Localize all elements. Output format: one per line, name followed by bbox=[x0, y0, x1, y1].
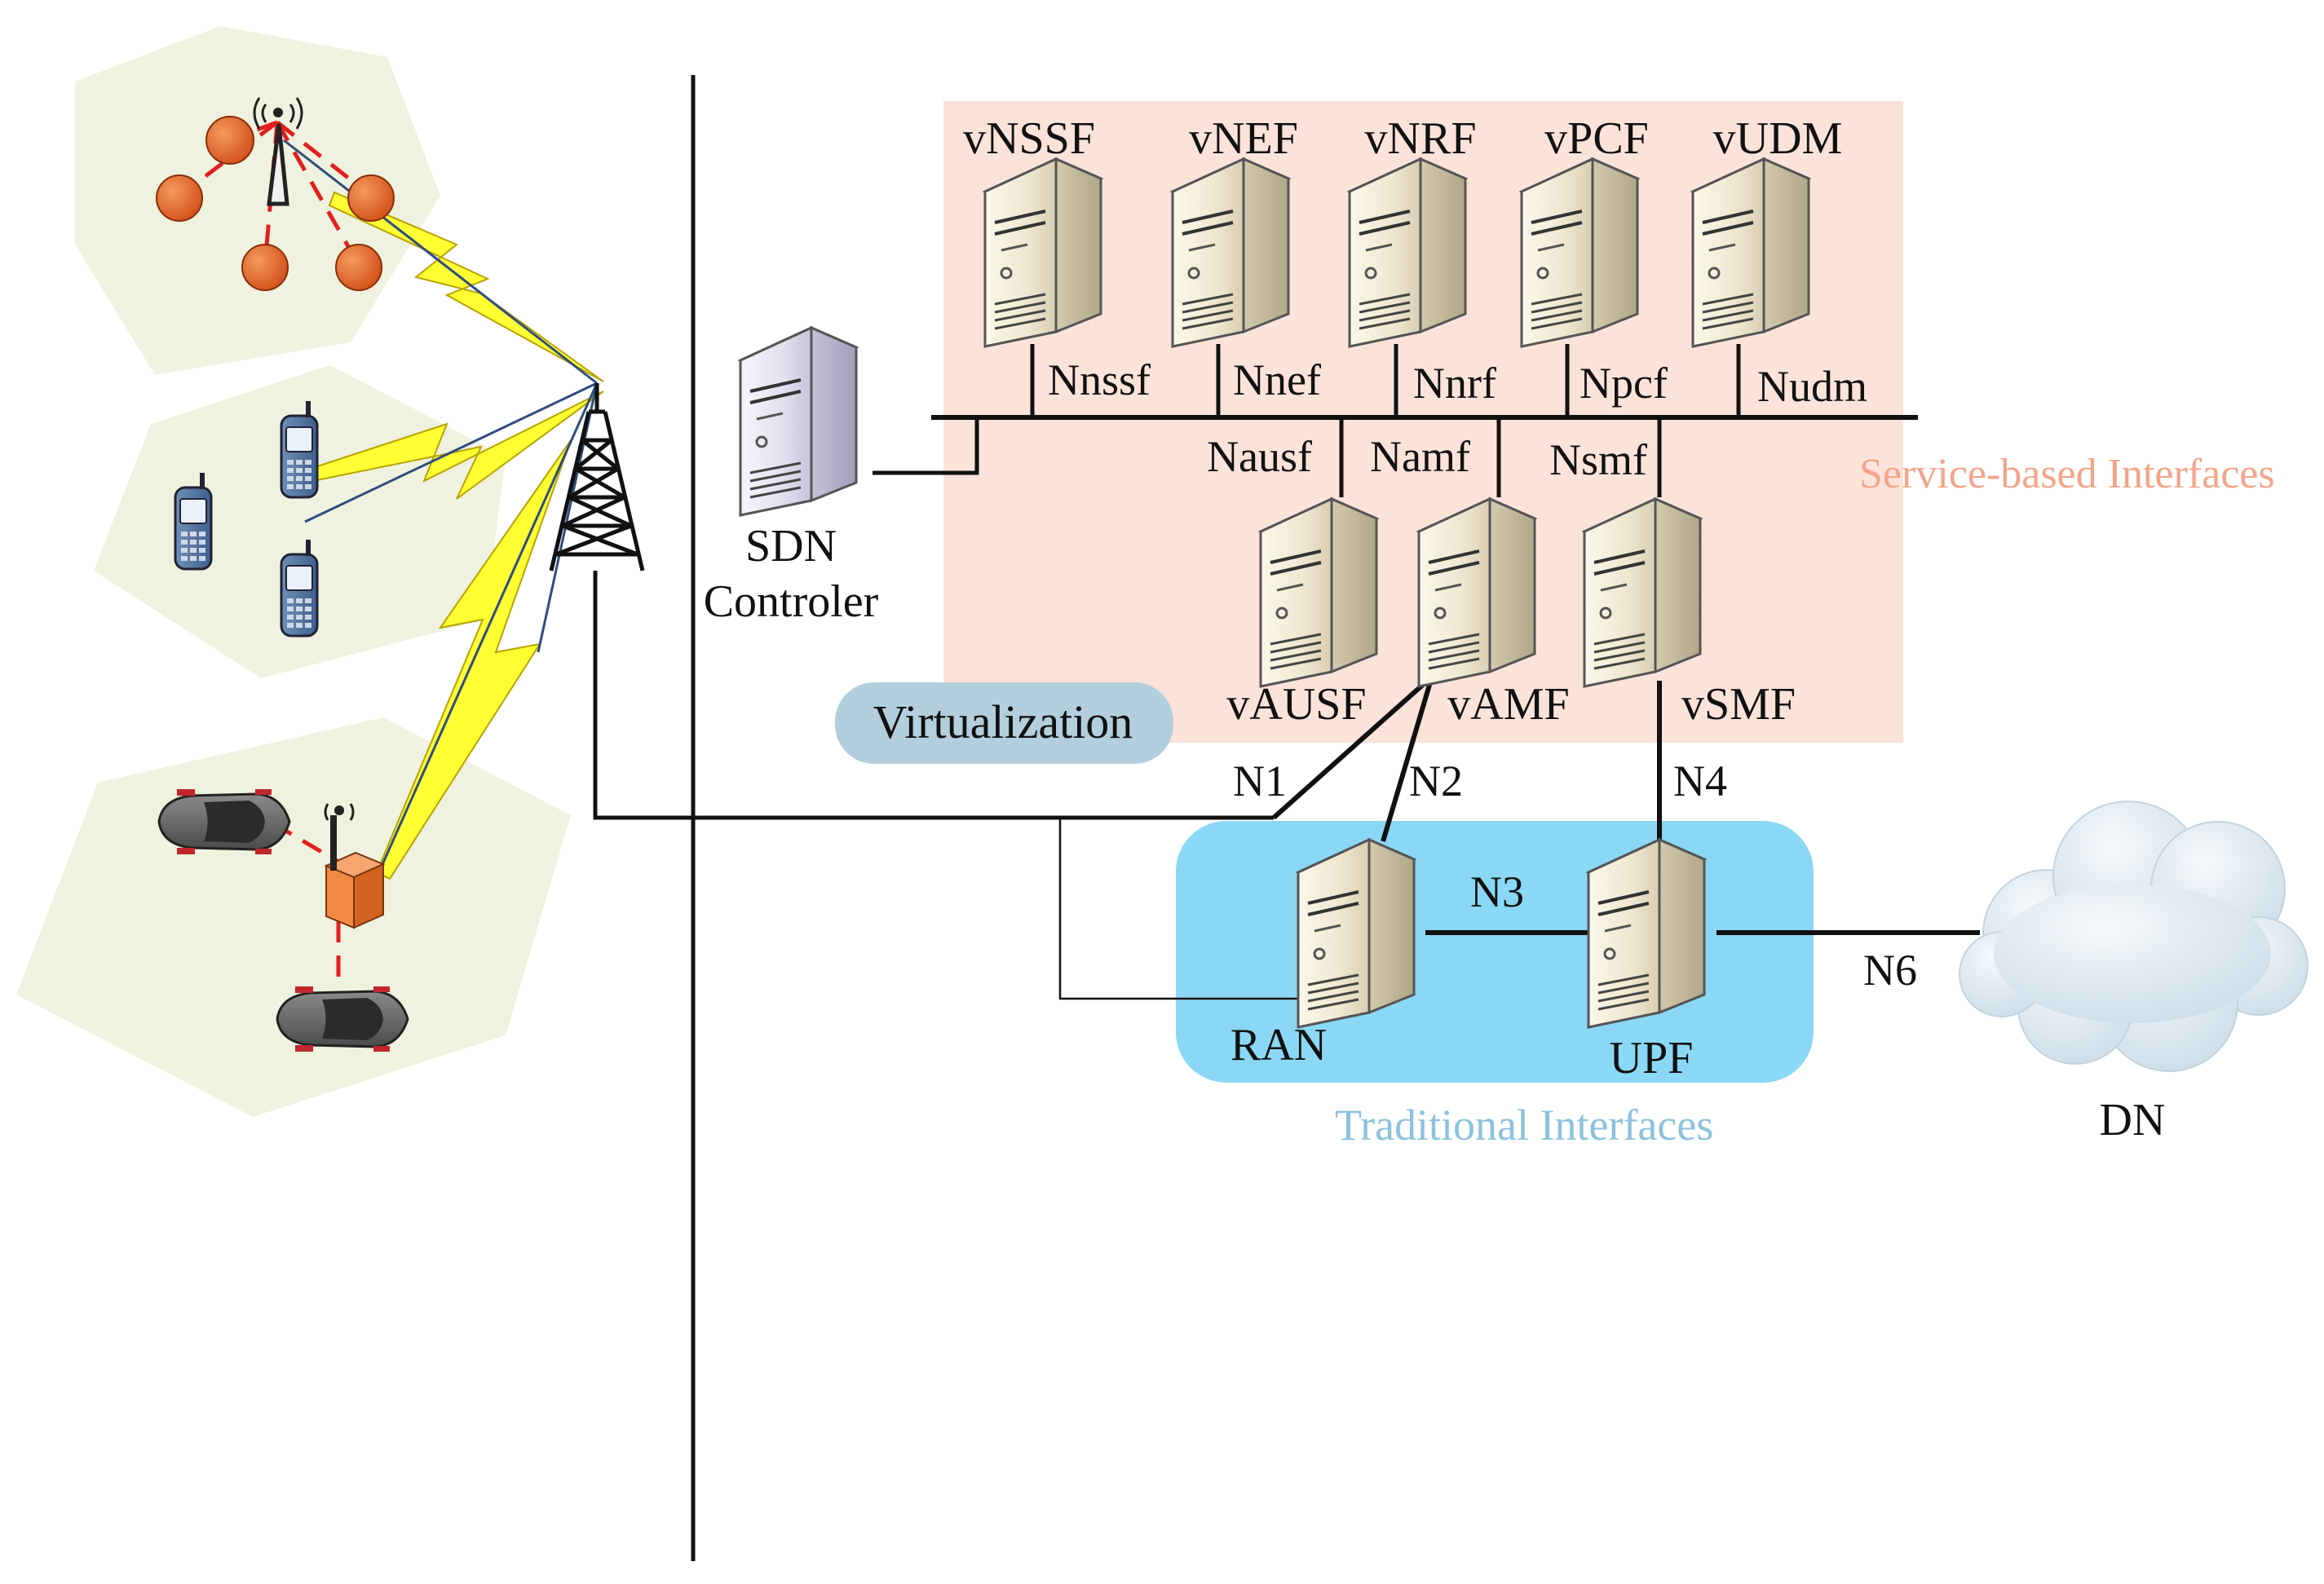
mobile-phone-icon bbox=[174, 471, 213, 571]
sensor-node bbox=[156, 174, 203, 222]
mobile-phone-icon bbox=[280, 538, 319, 638]
dn-label: DN bbox=[2100, 1095, 2166, 1145]
nf-label: vPCF bbox=[1544, 113, 1649, 164]
server-icon bbox=[1171, 157, 1290, 348]
nf-label: vSMF bbox=[1681, 679, 1796, 730]
connections bbox=[593, 344, 1980, 1000]
sensor-node bbox=[241, 244, 289, 291]
server-icon bbox=[1417, 497, 1536, 688]
sdn-label-line2: Controler bbox=[704, 576, 879, 627]
nf-label: UPF bbox=[1610, 1033, 1694, 1083]
ref-label-n3: N3 bbox=[1470, 867, 1524, 916]
server-icon bbox=[983, 157, 1102, 348]
iot-gateway-antenna-icon bbox=[253, 97, 303, 206]
nf-label: vNSSF bbox=[963, 113, 1095, 164]
car-icon bbox=[276, 985, 409, 1053]
roadside-unit-icon bbox=[324, 803, 386, 929]
server-icon bbox=[1297, 838, 1416, 1029]
vehicle-cluster bbox=[157, 788, 409, 1053]
nf-label: RAN bbox=[1230, 1020, 1327, 1070]
nf-label: vAUSF bbox=[1226, 679, 1366, 730]
reference-point-labels: N1 N2 N4 N3 N6 bbox=[1233, 757, 1917, 995]
nf-vpcf: vPCF bbox=[1520, 113, 1649, 348]
nf-vausf: vAUSF bbox=[1226, 497, 1378, 730]
lightning-phones bbox=[308, 390, 604, 500]
sbi-label: Nudm bbox=[1757, 362, 1867, 411]
sbi-label: Nnrf bbox=[1413, 359, 1496, 408]
server-icon bbox=[1587, 838, 1706, 1029]
mobile-phone-icon bbox=[280, 399, 319, 499]
sensor-node bbox=[347, 174, 395, 222]
server-icon bbox=[1691, 157, 1810, 348]
virtualization-badge bbox=[835, 682, 1173, 764]
nf-upf: UPF bbox=[1587, 838, 1706, 1083]
sdn-controller: SDN Controler bbox=[704, 326, 879, 627]
nf-vudm: vUDM bbox=[1691, 113, 1843, 348]
ref-label-n6: N6 bbox=[1863, 946, 1917, 995]
sdn-label-line1: SDN bbox=[745, 521, 837, 571]
ref-label-n2: N2 bbox=[1409, 757, 1463, 805]
sdn-server-icon bbox=[739, 326, 858, 517]
sbi-label: Nausf bbox=[1207, 432, 1312, 481]
server-icon bbox=[1348, 157, 1467, 348]
nf-vnssf: vNSSF bbox=[963, 113, 1102, 348]
nf-vnrf: vNRF bbox=[1348, 113, 1477, 348]
virtualization-label: Virtualization bbox=[873, 695, 1133, 748]
sbi-label: Npcf bbox=[1580, 359, 1668, 408]
nf-vamf: vAMF bbox=[1417, 497, 1570, 730]
ref-label-n1: N1 bbox=[1233, 757, 1287, 805]
server-icon bbox=[1520, 157, 1639, 348]
data-network-cloud: DN bbox=[1959, 801, 2309, 1145]
service-based-region-label: Service-based Interfaces bbox=[1859, 451, 2275, 497]
server-icon bbox=[1259, 497, 1378, 688]
nf-vsmf: vSMF bbox=[1583, 497, 1796, 730]
nf-label: vAMF bbox=[1447, 679, 1569, 730]
cell-tower-icon bbox=[549, 383, 645, 571]
sensor-node bbox=[205, 116, 254, 165]
sbi-label: Namf bbox=[1370, 432, 1470, 481]
ref-label-n4: N4 bbox=[1673, 757, 1727, 805]
iot-sensor-cluster bbox=[156, 97, 395, 291]
vehicle-cell-zone bbox=[16, 717, 571, 1117]
nf-vnef: vNEF bbox=[1171, 113, 1298, 348]
access-network bbox=[16, 26, 645, 1117]
nf-label: vNEF bbox=[1189, 113, 1298, 164]
sbi-label: Nnef bbox=[1233, 355, 1321, 404]
traditional-region-label: Traditional Interfaces bbox=[1335, 1101, 1713, 1149]
car-icon bbox=[157, 788, 291, 856]
sbi-labels: Nnssf Nnef Nnrf Npcf Nudm Nausf Namf Nsm… bbox=[1048, 355, 1867, 484]
nf-label: vUDM bbox=[1713, 113, 1843, 164]
sensor-node bbox=[335, 244, 382, 291]
nf-ran: RAN bbox=[1230, 838, 1416, 1070]
sbi-label: Nnssf bbox=[1048, 355, 1151, 404]
server-icon bbox=[1583, 497, 1702, 688]
nf-label: vNRF bbox=[1365, 113, 1477, 164]
sbi-label: Nsmf bbox=[1549, 435, 1647, 484]
